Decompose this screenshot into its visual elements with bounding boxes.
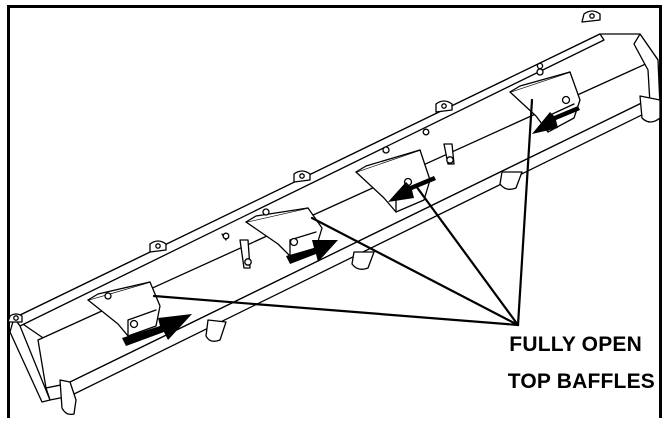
mount-tab-5 [639, 95, 661, 123]
leader-line-4 [516, 98, 534, 327]
leader-line-3 [414, 184, 520, 327]
left-end-bracket [9, 317, 51, 403]
figure-frame [7, 5, 662, 418]
open-arrow-4 [532, 106, 580, 134]
open-arrow-1 [122, 314, 192, 346]
open-arrow-2 [286, 240, 338, 264]
mount-tab-2 [205, 319, 227, 342]
callout-label-line-1: FULLY OPEN [509, 333, 642, 356]
mount-tab-3 [351, 251, 375, 270]
leader-line-2 [310, 216, 520, 327]
mount-tab-4 [499, 171, 523, 190]
open-arrow-3 [388, 176, 436, 202]
leader-line-1 [152, 294, 520, 327]
callout-label-line-2: TOP BAFFLES [507, 370, 655, 393]
mount-tab-1 [59, 379, 77, 416]
